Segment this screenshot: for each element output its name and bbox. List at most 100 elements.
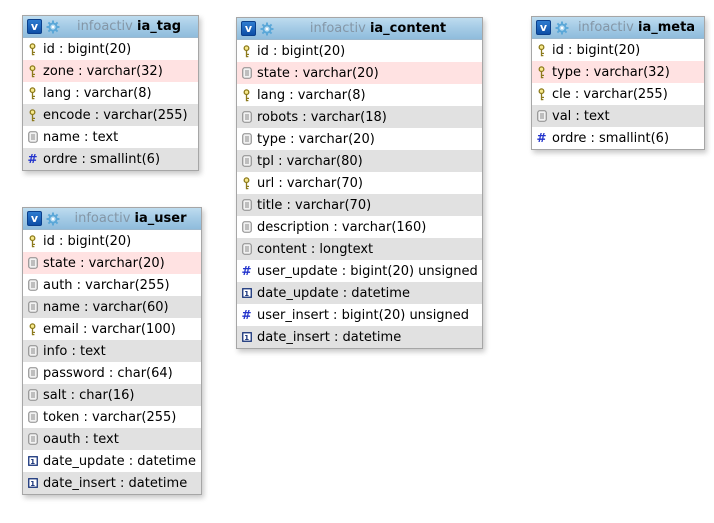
view-badge-icon: v xyxy=(536,20,551,35)
column-row-id[interactable]: id : bigint(20) xyxy=(23,38,198,60)
datetime-icon: 1 xyxy=(27,456,38,466)
column-label: description : varchar(160) xyxy=(257,219,427,235)
table-header[interactable]: v infoactiv ia_meta xyxy=(532,17,704,39)
table-name: ia_content xyxy=(369,21,447,36)
key-icon xyxy=(241,44,252,58)
column-label: type : varchar(20) xyxy=(257,131,375,147)
column-row-url[interactable]: url : varchar(70) xyxy=(237,172,482,194)
column-row-state[interactable]: state : varchar(20) xyxy=(237,62,482,84)
blob-text-icon xyxy=(241,67,252,79)
column-label: val : text xyxy=(552,108,610,124)
column-row-id[interactable]: id : bigint(20) xyxy=(23,230,201,252)
column-label: email : varchar(100) xyxy=(43,321,176,337)
blob-text-icon xyxy=(241,155,252,167)
column-row-info[interactable]: info : text xyxy=(23,340,201,362)
table-rows: id : bigint(20) type : varchar(32) cle : v… xyxy=(532,39,704,149)
column-row-content[interactable]: content : longtext xyxy=(237,238,482,260)
column-row-lang[interactable]: lang : varchar(8) xyxy=(23,82,198,104)
datetime-icon: 1 xyxy=(27,478,38,488)
table-title: infoactiv ia_user xyxy=(64,211,197,226)
table-title: infoactiv ia_tag xyxy=(64,19,194,34)
column-label: lang : varchar(8) xyxy=(43,85,152,101)
view-badge-icon: v xyxy=(27,19,42,34)
column-label: robots : varchar(18) xyxy=(257,109,387,125)
table-header[interactable]: v infoactiv ia_user xyxy=(23,208,201,230)
blob-text-icon xyxy=(241,111,252,123)
view-badge-icon: v xyxy=(27,211,42,226)
column-label: date_insert : datetime xyxy=(43,475,188,491)
column-row-zone[interactable]: zone : varchar(32) xyxy=(23,60,198,82)
table-node-ia_meta[interactable]: v infoactiv ia_meta id : bigint(20) type … xyxy=(531,16,705,150)
blob-text-icon xyxy=(536,110,547,122)
column-row-tpl[interactable]: tpl : varchar(80) xyxy=(237,150,482,172)
table-rows: id : bigint(20)zone : varchar(32) lang : … xyxy=(23,38,198,170)
column-label: content : longtext xyxy=(257,241,374,257)
key-icon xyxy=(27,322,38,336)
column-label: auth : varchar(255) xyxy=(43,277,170,293)
column-row-id[interactable]: id : bigint(20) xyxy=(532,39,704,61)
column-label: info : text xyxy=(43,343,106,359)
column-row-type[interactable]: type : varchar(20) xyxy=(237,128,482,150)
column-row-cle[interactable]: cle : varchar(255) xyxy=(532,83,704,105)
column-row-robots[interactable]: robots : varchar(18) xyxy=(237,106,482,128)
table-node-ia_tag[interactable]: v infoactiv ia_tag id : bigint(20)zone :… xyxy=(22,15,199,171)
column-row-type[interactable]: type : varchar(32) xyxy=(532,61,704,83)
column-row-auth[interactable]: auth : varchar(255) xyxy=(23,274,201,296)
column-row-title[interactable]: title : varchar(70) xyxy=(237,194,482,216)
key-icon xyxy=(536,43,547,57)
key-icon xyxy=(27,234,38,248)
column-row-oauth[interactable]: oauth : text xyxy=(23,428,201,450)
blob-text-icon xyxy=(27,389,38,401)
column-row-ordre[interactable]: #ordre : smallint(6) xyxy=(23,148,198,170)
column-row-user_update[interactable]: #user_update : bigint(20) unsigned xyxy=(237,260,482,282)
column-label: state : varchar(20) xyxy=(257,65,379,81)
column-row-id[interactable]: id : bigint(20) xyxy=(237,40,482,62)
blob-text-icon xyxy=(27,131,38,143)
column-label: state : varchar(20) xyxy=(43,255,165,271)
column-label: type : varchar(32) xyxy=(552,64,670,80)
column-label: name : varchar(60) xyxy=(43,299,169,315)
column-row-user_insert[interactable]: #user_insert : bigint(20) unsigned xyxy=(237,304,482,326)
svg-text:1: 1 xyxy=(30,480,35,488)
table-name: ia_user xyxy=(134,211,187,226)
column-row-token[interactable]: token : varchar(255) xyxy=(23,406,201,428)
column-label: id : bigint(20) xyxy=(257,43,346,59)
column-row-name[interactable]: name : varchar(60) xyxy=(23,296,201,318)
table-schema: infoactiv xyxy=(74,211,131,226)
column-label: user_insert : bigint(20) unsigned xyxy=(257,307,470,323)
key-icon xyxy=(27,108,38,122)
table-name: ia_meta xyxy=(637,20,696,35)
table-node-ia_content[interactable]: v infoactiv ia_content id : bigint(20) st… xyxy=(236,17,483,349)
table-header[interactable]: v infoactiv ia_tag xyxy=(23,16,198,38)
table-rows: id : bigint(20) state : varchar(20) lang :… xyxy=(237,40,482,348)
blob-text-icon xyxy=(241,199,252,211)
column-label: user_update : bigint(20) unsigned xyxy=(257,263,478,279)
column-label: id : bigint(20) xyxy=(43,233,132,249)
column-row-state[interactable]: state : varchar(20) xyxy=(23,252,201,274)
column-label: password : char(64) xyxy=(43,365,173,381)
key-icon xyxy=(241,176,252,190)
column-row-email[interactable]: email : varchar(100) xyxy=(23,318,201,340)
table-name: ia_tag xyxy=(137,19,182,34)
column-row-password[interactable]: password : char(64) xyxy=(23,362,201,384)
gear-icon xyxy=(555,21,569,35)
blob-text-icon xyxy=(27,345,38,357)
column-row-name[interactable]: name : text xyxy=(23,126,198,148)
datetime-icon: 1 xyxy=(241,332,252,342)
column-row-encode[interactable]: encode : varchar(255) xyxy=(23,104,198,126)
column-label: oauth : text xyxy=(43,431,119,447)
column-row-salt[interactable]: salt : char(16) xyxy=(23,384,201,406)
column-row-ordre[interactable]: #ordre : smallint(6) xyxy=(532,127,704,149)
table-schema: infoactiv xyxy=(309,21,366,36)
table-header[interactable]: v infoactiv ia_content xyxy=(237,18,482,40)
column-row-date_insert[interactable]: 1 date_insert : datetime xyxy=(23,472,201,494)
column-row-val[interactable]: val : text xyxy=(532,105,704,127)
column-row-description[interactable]: description : varchar(160) xyxy=(237,216,482,238)
datetime-icon: 1 xyxy=(241,288,252,298)
svg-text:1: 1 xyxy=(244,290,249,298)
column-row-lang[interactable]: lang : varchar(8) xyxy=(237,84,482,106)
table-node-ia_user[interactable]: v infoactiv ia_user id : bigint(20) state… xyxy=(22,207,202,495)
